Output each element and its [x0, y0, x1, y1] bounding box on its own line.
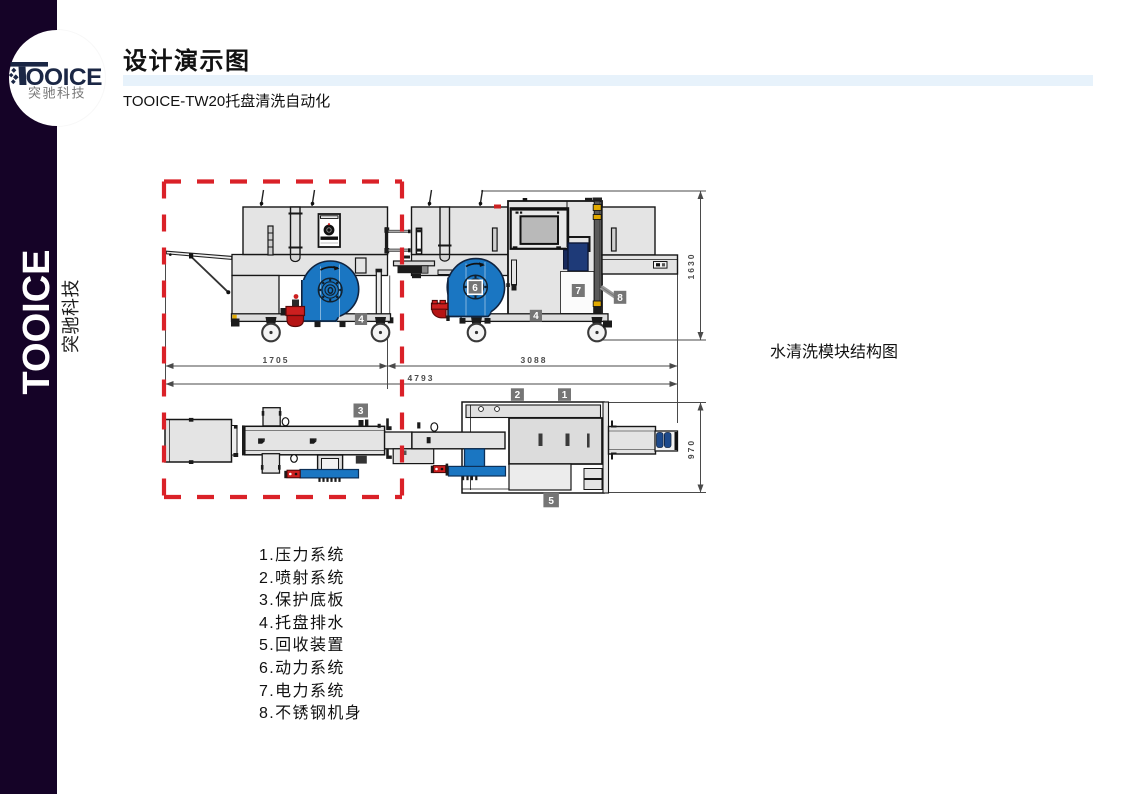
svg-text:4: 4	[533, 311, 539, 322]
svg-text:5: 5	[548, 496, 554, 507]
svg-text:6: 6	[472, 283, 478, 294]
svg-text:4: 4	[358, 315, 364, 326]
svg-text:970: 970	[686, 439, 696, 459]
svg-text:4793: 4793	[408, 373, 435, 383]
svg-text:突驰科技: 突驰科技	[28, 86, 86, 101]
svg-text:1705: 1705	[263, 355, 290, 365]
svg-text:1630: 1630	[686, 253, 696, 280]
svg-text:3088: 3088	[521, 355, 548, 365]
svg-text:2: 2	[515, 390, 521, 401]
svg-text:3: 3	[358, 406, 364, 417]
svg-text:7: 7	[576, 286, 582, 297]
svg-text:OOICE: OOICE	[26, 64, 103, 91]
svg-text:8: 8	[617, 293, 623, 304]
svg-text:1: 1	[562, 390, 568, 401]
